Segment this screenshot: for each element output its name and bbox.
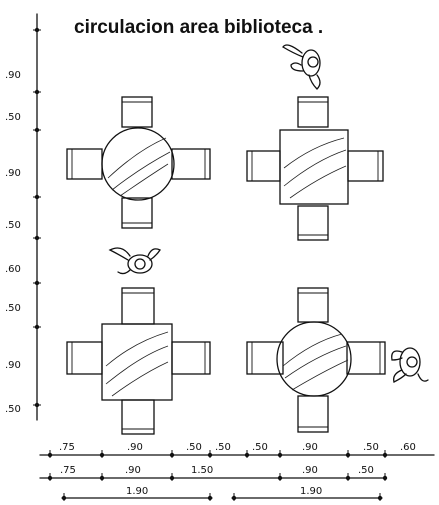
square-table-bottom-left [66, 287, 211, 435]
round-table [101, 127, 175, 201]
hdim-label: 1.90 [126, 486, 148, 497]
round-table [276, 321, 352, 397]
vdim-label: .90 [5, 70, 21, 81]
square-table-top-right [246, 96, 384, 241]
vdim-label: .90 [5, 360, 21, 371]
round-table-bottom-right [246, 287, 386, 433]
vdim-label: .60 [5, 264, 21, 275]
person-topview-icon [282, 44, 321, 90]
vdim-label: .90 [5, 168, 21, 179]
hdim-label: .90 [302, 465, 318, 476]
vdim-label: .50 [5, 404, 21, 415]
plan-title: circulacion area biblioteca . [74, 17, 323, 38]
hdim-label: .50 [252, 442, 268, 453]
hdim-label: .75 [59, 442, 75, 453]
horizontal-dimension-row-3: 1.90 1.90 [61, 486, 383, 501]
person-topview-icon [391, 347, 429, 383]
hdim-label: .90 [127, 442, 143, 453]
vertical-dimension-labels: .90 .50 .90 .50 .60 .50 .90 .50 [5, 70, 21, 415]
chair [297, 96, 329, 128]
chair [346, 341, 386, 375]
hdim-label: .90 [302, 442, 318, 453]
vdim-label: .50 [5, 220, 21, 231]
hdim-label: .50 [358, 465, 374, 476]
horizontal-dimension-row-2: .75 .90 1.50 .90 .50 [39, 465, 388, 481]
hdim-label: .60 [400, 442, 416, 453]
vertical-dimension-line [33, 13, 41, 421]
chair [171, 148, 211, 180]
square-table [279, 129, 349, 205]
chair [246, 341, 284, 375]
chair [171, 341, 211, 375]
vdim-label: .50 [5, 303, 21, 314]
round-table-top-left [66, 96, 211, 229]
person-topview-icon [108, 247, 161, 275]
vdim-label: .50 [5, 112, 21, 123]
hdim-label: 1.90 [300, 486, 322, 497]
chair [297, 205, 329, 241]
hdim-label: .50 [186, 442, 202, 453]
chair [121, 197, 153, 229]
hdim-label: .90 [125, 465, 141, 476]
square-table [101, 323, 173, 401]
hdim-label: .50 [215, 442, 231, 453]
chair [121, 96, 153, 128]
hdim-label: 1.50 [191, 465, 213, 476]
hdim-label: .75 [60, 465, 76, 476]
horizontal-dimension-row-1: .75 .90 .50 .50 .50 .90 .50 .60 [39, 442, 435, 458]
hdim-label: .50 [363, 442, 379, 453]
